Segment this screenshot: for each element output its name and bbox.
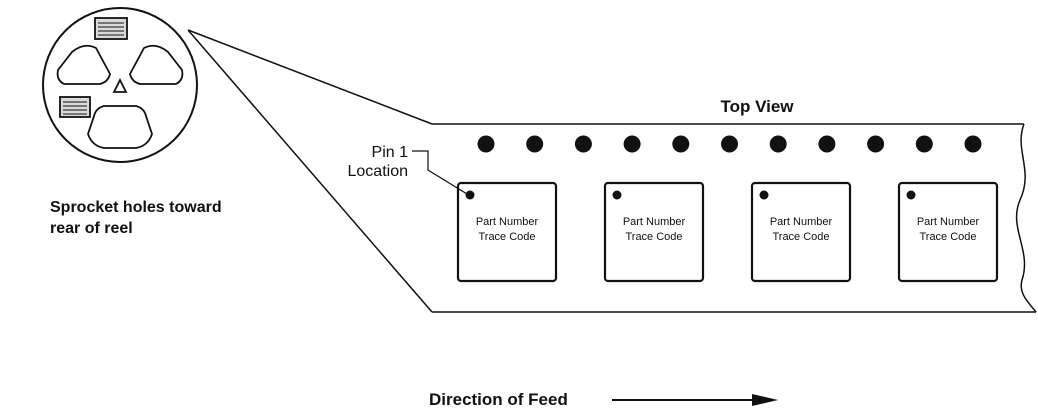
sprocket-hole: [867, 135, 885, 153]
projection-line-upper: [187, 29, 433, 125]
reel-label-left: [59, 96, 91, 118]
pin1-label-line2: Location: [348, 163, 409, 180]
pin1-marker: [612, 190, 622, 200]
reel-window-bottom: [87, 105, 153, 149]
component-body: [750, 181, 852, 283]
tape-torn-end: [1015, 123, 1037, 313]
sprocket-hole: [964, 135, 982, 153]
trace-code-label: Trace Code: [478, 231, 535, 243]
reel-label-top: [94, 17, 128, 40]
carrier-tape: [432, 123, 1037, 313]
sprocket-note-line2: rear of reel: [50, 220, 133, 237]
reel-window-right: [129, 44, 184, 85]
sprocket-holes: [477, 135, 982, 153]
pin1-label-line1: Pin 1: [372, 144, 409, 161]
sprocket-hole: [623, 135, 641, 153]
sprocket-hole: [818, 135, 836, 153]
component-body: [897, 181, 999, 283]
pin1-marker: [759, 190, 769, 200]
pin1-leader-line: [412, 150, 468, 195]
sprocket-hole: [721, 135, 738, 153]
sprocket-hole: [526, 135, 544, 153]
trace-code-label: Trace Code: [919, 231, 976, 243]
feed-direction-arrow: [612, 394, 778, 406]
reel: [42, 7, 198, 163]
sprocket-note-line1: Sprocket holes toward: [50, 199, 222, 216]
sprocket-hole: [477, 135, 495, 153]
reel-hub-triangle: [112, 77, 128, 93]
part-number-label: Part Number: [770, 216, 833, 228]
component-body: [603, 181, 705, 283]
sprocket-hole: [672, 135, 690, 153]
component-body: [456, 181, 558, 283]
projection-line-lower: [187, 29, 433, 313]
direction-of-feed-label: Direction of Feed: [429, 390, 568, 409]
top-view-label: Top View: [720, 97, 794, 116]
sprocket-hole: [769, 135, 787, 153]
part-number-label: Part Number: [917, 216, 980, 228]
part-number-label: Part Number: [476, 216, 539, 228]
trace-code-label: Trace Code: [772, 231, 829, 243]
part-number-label: Part Number: [623, 216, 686, 228]
trace-code-label: Trace Code: [625, 231, 682, 243]
pin1-marker: [465, 190, 475, 200]
reel-outline: [42, 7, 198, 163]
sprocket-hole: [915, 135, 933, 153]
reel-window-left: [56, 44, 111, 85]
pin1-marker: [906, 190, 916, 200]
sprocket-hole: [574, 135, 592, 153]
